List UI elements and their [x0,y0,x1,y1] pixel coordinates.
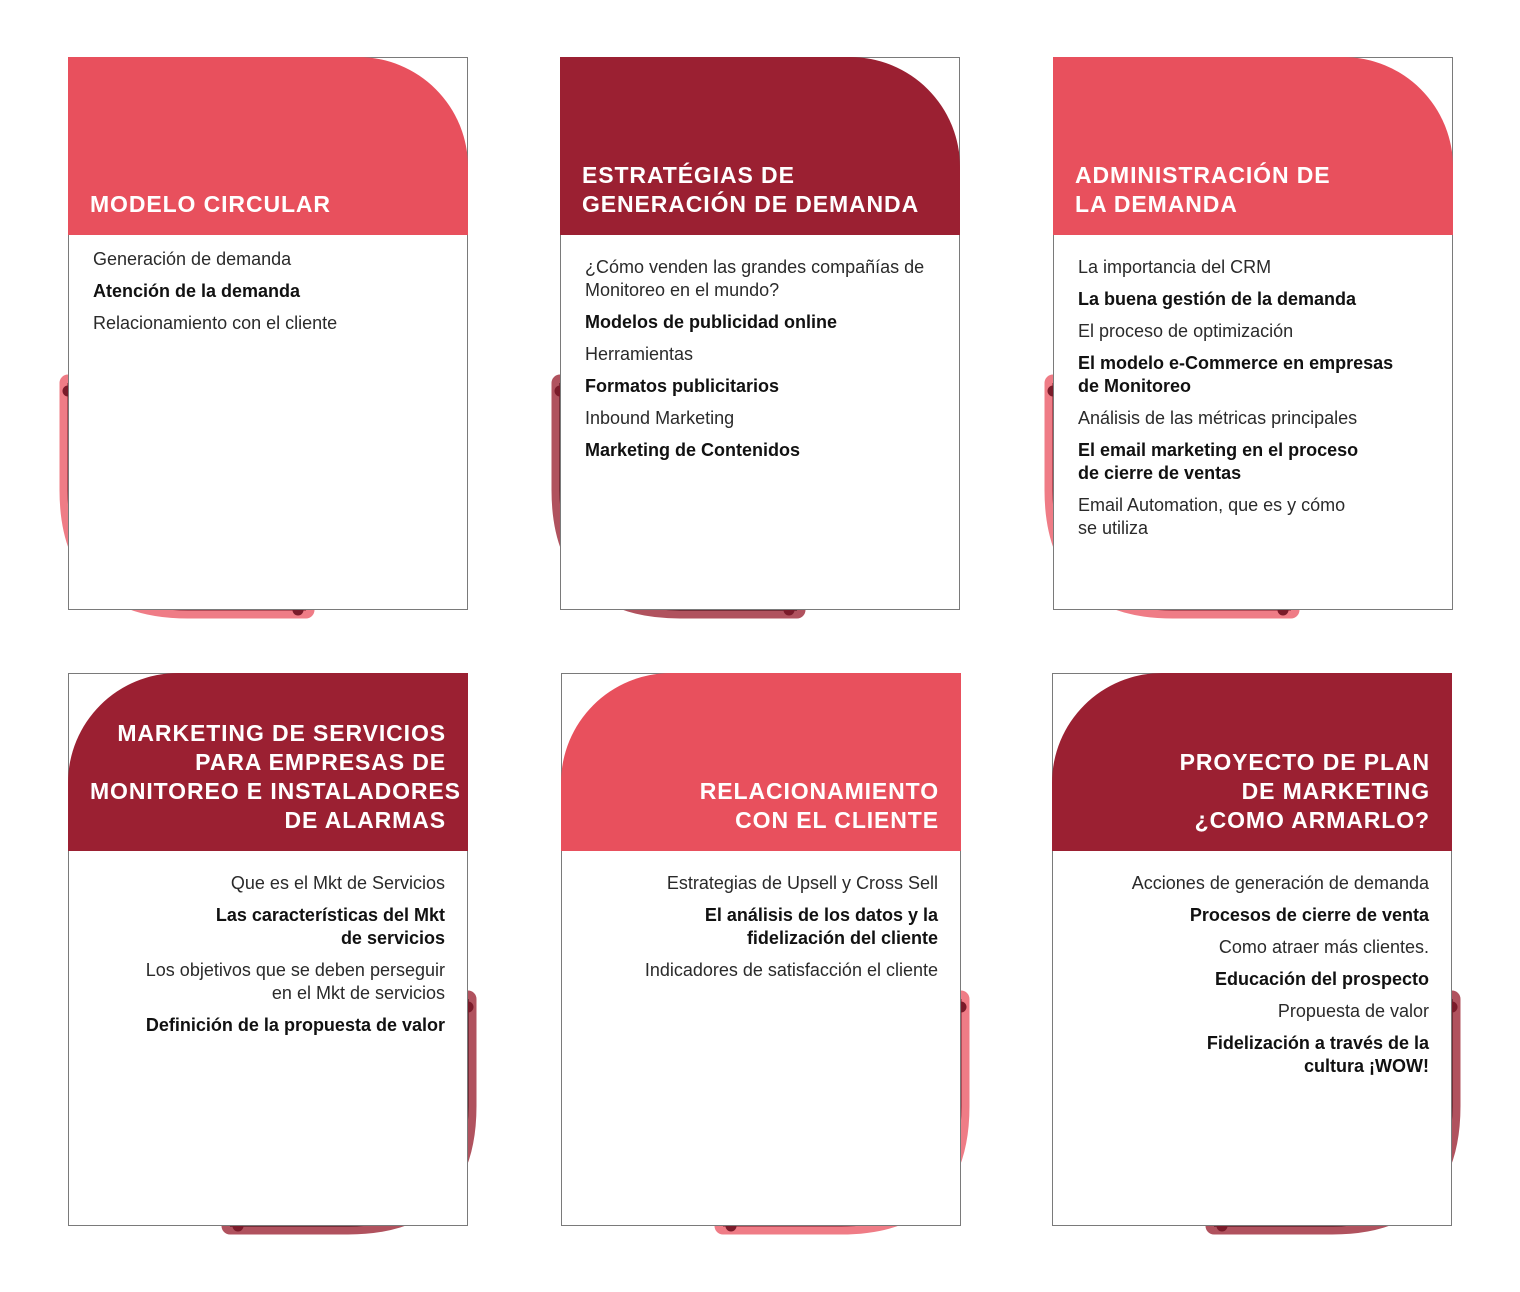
list-item: Educación del prospecto [1214,969,1429,989]
card-title-line: GENERACIÓN DE DEMANDA [582,191,920,217]
list-item: La buena gestión de la demanda [1078,289,1357,309]
list-item: Estrategias de Upsell y Cross Sell [666,873,938,893]
card-title-line: MARKETING DE SERVICIOS [117,720,446,746]
card-header: MARKETING DE SERVICIOS PARA EMPRESAS DE … [68,673,468,851]
card-title-line: PROYECTO DE PLAN [1179,749,1430,775]
card-title-line: MONITOREO E INSTALADORES [90,778,461,804]
list-item: Definición de la propuesta de valor [145,1015,445,1035]
card-header: RELACIONAMIENTO CON EL CLIENTE [561,673,961,851]
list-item: Propuesta de valor [1277,1001,1429,1021]
card-header: ADMINISTRACIÓN DE LA DEMANDA [1053,57,1453,235]
list-item: Acciones de generación de demanda [1131,873,1429,893]
list-item: Relacionamiento con el cliente [93,313,338,333]
card-body: Estrategias de Upsell y Cross Sell El an… [580,872,938,991]
list-item: Análisis de las métricas principales [1078,408,1358,428]
card-title-line: PARA EMPRESAS DE [195,749,446,775]
card-body: Acciones de generación de demanda Proces… [1071,872,1429,1087]
list-item: ¿Cómo venden las grandes compañías de Mo… [585,257,925,300]
card-title-line: ¿COMO ARMARLO? [1194,807,1430,833]
card-title-line: MODELO CIRCULAR [90,191,331,217]
card-proyecto-plan-marketing: PROYECTO DE PLAN DE MARKETING ¿COMO ARMA… [1052,673,1452,1226]
list-item: Inbound Marketing [585,408,735,428]
card-title-line: ESTRATÉGIAS DE [582,162,795,188]
list-item: Que es el Mkt de Servicios [230,873,445,893]
list-item: Indicadores de satisfacción el cliente [644,960,938,980]
list-item: El proceso de optimización [1078,321,1294,341]
card-title-line: RELACIONAMIENTO [699,778,939,804]
list-item: Modelos de publicidad online [585,312,838,332]
list-item: Formatos publicitarios [585,376,780,396]
card-header: ESTRATÉGIAS DE GENERACIÓN DE DEMANDA [560,57,960,235]
card-modelo-circular: MODELO CIRCULAR Generación de demanda At… [68,57,468,610]
card-title-line: LA DEMANDA [1075,191,1238,217]
card-body: ¿Cómo venden las grandes compañías de Mo… [585,256,955,471]
list-item: El análisis de los datos y la fidelizaci… [704,905,938,948]
list-item: Marketing de Contenidos [585,440,801,460]
list-item: Procesos de cierre de venta [1189,905,1429,925]
card-body: Generación de demanda Atención de la dem… [93,248,445,344]
list-item: El email marketing en el proceso de cier… [1078,440,1359,483]
list-item: Como atraer más clientes. [1218,937,1429,957]
list-item: Las características del Mkt de servicios [215,905,445,948]
list-item: Herramientas [585,344,694,364]
card-title-line: CON EL CLIENTE [735,807,939,833]
card-title-line: DE ALARMAS [284,807,446,833]
list-item: Generación de demanda [93,249,292,269]
list-item: Los objetivos que se deben perseguir en … [145,960,445,1003]
card-body: Que es el Mkt de Servicios Las caracterí… [87,872,445,1046]
card-administracion-demanda: ADMINISTRACIÓN DE LA DEMANDA La importan… [1053,57,1453,610]
card-header: PROYECTO DE PLAN DE MARKETING ¿COMO ARMA… [1052,673,1452,851]
card-title-line: ADMINISTRACIÓN DE [1075,162,1331,188]
list-item: Atención de la demanda [93,281,301,301]
card-header: MODELO CIRCULAR [68,57,468,235]
card-estrategias-generacion-demanda: ESTRATÉGIAS DE GENERACIÓN DE DEMANDA ¿Có… [560,57,960,610]
list-item: Fidelización a través de la cultura ¡WOW… [1206,1033,1429,1076]
card-relacionamiento-cliente: RELACIONAMIENTO CON EL CLIENTE Estrategi… [561,673,961,1226]
card-marketing-servicios: MARKETING DE SERVICIOS PARA EMPRESAS DE … [68,673,468,1226]
list-item: Email Automation, que es y cómo se utili… [1078,495,1346,538]
list-item: El modelo e-Commerce en empresas de Moni… [1078,353,1394,396]
card-body: La importancia del CRM La buena gestión … [1078,256,1430,549]
card-title-line: DE MARKETING [1241,778,1430,804]
list-item: La importancia del CRM [1078,257,1272,277]
